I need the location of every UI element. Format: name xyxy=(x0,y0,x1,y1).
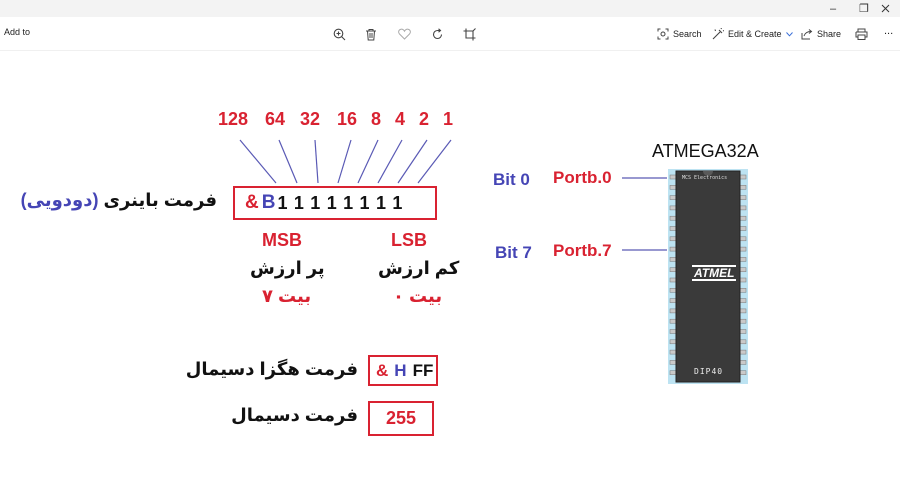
print-button[interactable] xyxy=(852,25,870,43)
chip-title: ATMEGA32A xyxy=(652,141,759,161)
msb-label: MSB xyxy=(262,230,302,250)
bit7-label: Bit 7 xyxy=(495,243,532,262)
bit-weight-16: 16 xyxy=(337,109,358,129)
window-title-bar: – ❐ xyxy=(0,0,900,17)
bit-weight-1: 1 xyxy=(443,109,454,129)
chip-package-label: DIP40 xyxy=(694,367,724,376)
hex-value-box: & H FF xyxy=(368,355,438,386)
lsb-bit-label: بیت ۰ xyxy=(393,286,443,306)
hex-prefix-h: H xyxy=(394,360,407,380)
add-to-button[interactable]: Add to xyxy=(4,27,31,37)
zoom-in-button[interactable] xyxy=(330,25,348,43)
binary-format-label: فرمت باینری (دودویی) xyxy=(21,190,217,211)
photo-toolbar: Add to Search xyxy=(0,17,900,51)
chip-drawing xyxy=(669,170,747,383)
portb0-label: Portb.0 xyxy=(553,168,612,187)
bit-weight-2: 2 xyxy=(419,109,430,129)
hex-prefix-amp: & xyxy=(376,360,389,380)
share-button[interactable]: Share xyxy=(801,25,841,43)
chip-notch xyxy=(703,171,713,176)
search-label: Search xyxy=(673,29,702,39)
zoom-in-icon xyxy=(333,28,345,40)
msb-bit-label: بیت ۷ xyxy=(262,286,312,306)
visual-search-icon xyxy=(657,28,669,40)
more-options-button[interactable]: ... xyxy=(884,22,893,40)
atmega32a-chip: MCS Electronics ATMEL DIP40 xyxy=(668,169,748,384)
favorite-button[interactable] xyxy=(395,25,413,43)
more-icon: ... xyxy=(884,25,894,37)
search-button[interactable]: Search xyxy=(657,25,702,43)
msb-persian-label: پر ارزش xyxy=(250,258,325,278)
hex-format-label: فرمت هگزا دسیمال xyxy=(186,359,358,380)
binary-prefix-amp: & xyxy=(245,192,259,213)
delete-button[interactable] xyxy=(362,25,380,43)
trash-icon xyxy=(366,28,376,40)
lsb-label: LSB xyxy=(391,230,427,250)
share-label: Share xyxy=(817,29,842,39)
rotate-button[interactable] xyxy=(428,25,446,43)
atmel-logo: ATMEL xyxy=(692,265,737,281)
decimal-label-text: فرمت دسیمال xyxy=(231,405,358,425)
connector-line xyxy=(417,139,452,184)
printer-icon xyxy=(855,28,867,40)
lsb-persian-label: کم ارزش xyxy=(378,258,460,278)
bit0-label: Bit 0 xyxy=(493,170,530,189)
image-canvas: 128 64 32 16 8 4 2 1 & B 11111111 فرمت ب… xyxy=(0,50,900,500)
portb7-label: Portb.7 xyxy=(553,241,612,260)
minimize-icon: – xyxy=(829,2,837,15)
bit-weight-32: 32 xyxy=(300,109,321,129)
decimal-value: 255 xyxy=(385,408,417,428)
minimize-button[interactable]: – xyxy=(815,0,851,17)
connector-line xyxy=(337,139,352,184)
maximize-button[interactable]: ❐ xyxy=(846,0,882,17)
hex-value: FF xyxy=(412,360,434,380)
binary-value-box: & B 11111111 xyxy=(233,186,437,220)
binary-digits: 11111111 xyxy=(277,192,410,213)
bit-connector-lines xyxy=(239,139,667,251)
close-button[interactable] xyxy=(870,0,900,17)
connector-line xyxy=(397,139,428,184)
binary-label-text: فرمت باینری xyxy=(103,190,217,210)
edit-create-label: Edit & Create xyxy=(728,29,782,39)
edit-create-button[interactable]: Edit & Create xyxy=(712,25,793,43)
crop-button[interactable] xyxy=(460,25,478,43)
chip-body xyxy=(675,170,741,383)
decimal-format-label: فرمت دسیمال xyxy=(231,405,358,426)
connector-line xyxy=(377,139,403,184)
connector-line xyxy=(314,139,319,184)
bit-weight-64: 64 xyxy=(265,109,286,129)
connector-line xyxy=(357,139,379,184)
crop-icon xyxy=(463,27,476,40)
binary-label-paren: (دودویی) xyxy=(20,190,99,210)
maximize-icon: ❐ xyxy=(859,3,869,15)
bit-weight-128: 128 xyxy=(218,109,249,129)
decimal-value-box: 255 xyxy=(368,401,434,436)
rotate-icon xyxy=(432,27,442,39)
close-icon xyxy=(881,4,889,13)
bit-weight-4: 4 xyxy=(395,109,406,129)
hex-label-text: فرمت هگزا دسیمال xyxy=(185,359,358,379)
chevron-down-icon xyxy=(785,31,793,37)
connector-line xyxy=(239,139,277,184)
share-icon xyxy=(801,29,813,40)
bit-weight-8: 8 xyxy=(371,109,382,129)
connector-line xyxy=(278,139,298,184)
binary-prefix-b: B xyxy=(261,192,276,213)
chip-top-text: MCS Electronics xyxy=(682,175,728,181)
heart-icon xyxy=(397,28,411,40)
edit-wand-icon xyxy=(712,28,724,40)
